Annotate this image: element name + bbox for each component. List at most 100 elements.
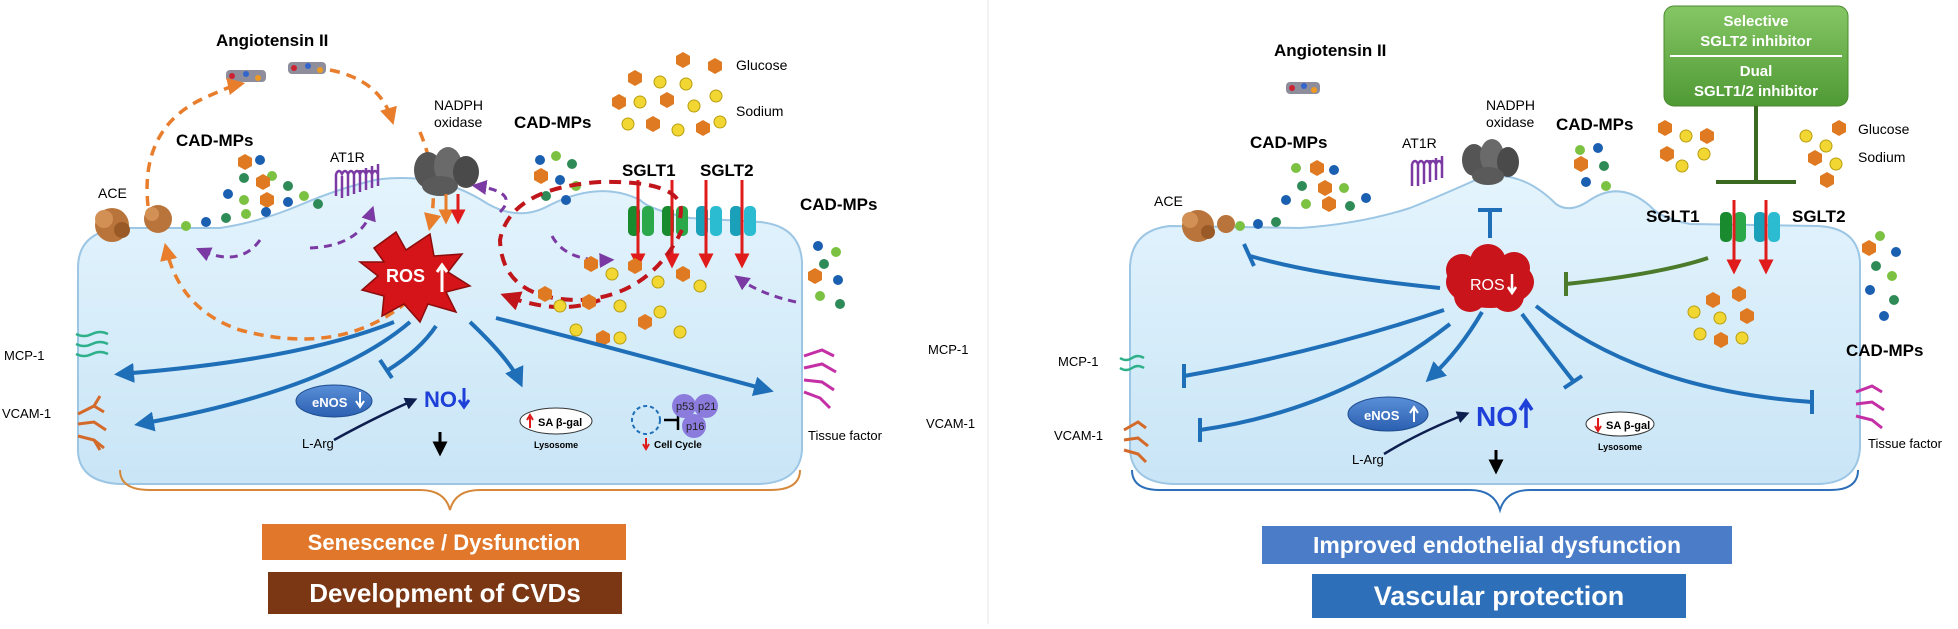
right-sglt2-transporter-icon bbox=[1754, 212, 1780, 242]
left-enos-inhibition-line bbox=[386, 324, 438, 372]
orange-ros-arrow bbox=[418, 131, 442, 232]
left-cvd-box bbox=[268, 572, 622, 614]
left-sglt2-transporter-icon bbox=[696, 206, 756, 236]
right-sglt-ros-inhibition bbox=[1564, 256, 1709, 296]
right-cad-mps-cluster-3 bbox=[1862, 231, 1901, 321]
right-sa-bgal-label: SA β-gal bbox=[1606, 420, 1650, 432]
right-sa-bgal-ellipse bbox=[1585, 411, 1655, 437]
left-p16-circle bbox=[682, 414, 706, 438]
left-red-dashed-loop bbox=[497, 179, 684, 303]
left-tissue-factor-label: Tissue factor bbox=[808, 428, 883, 443]
left-l-arg-label: L-Arg bbox=[302, 436, 334, 451]
left-cell-cycle-icon bbox=[631, 405, 661, 435]
left-glucose-label: Glucose bbox=[736, 57, 788, 73]
left-senescence-box bbox=[262, 524, 626, 560]
left-no-down-arrow-icon bbox=[457, 388, 471, 410]
right-no-label: NO bbox=[1476, 401, 1518, 432]
right-panel: ACE Angiotensin II CAD-MPs bbox=[926, 5, 1943, 618]
selective-inhibitor-line-2: SGLT2 inhibitor bbox=[1700, 33, 1812, 50]
right-endothelial-cell bbox=[1129, 174, 1861, 485]
right-mcp1-label: MCP-1 bbox=[1058, 354, 1098, 369]
left-angiotensin-label: Angiotensin II bbox=[216, 31, 328, 50]
left-cad-mps-cluster-1 bbox=[223, 154, 323, 209]
right-ros-inhibition-lines bbox=[1182, 243, 1814, 442]
left-brace bbox=[119, 469, 801, 511]
left-vcam1-icon bbox=[77, 395, 107, 451]
left-bgal-up-arrow-icon bbox=[526, 413, 534, 428]
right-vcam1-label: VCAM-1 bbox=[1054, 428, 1103, 443]
right-nadph-ros-inhibition bbox=[1478, 208, 1502, 238]
right-l-arg-arrow bbox=[1383, 411, 1470, 456]
left-cad-mps-right-label: CAD-MPs bbox=[800, 195, 877, 214]
right-vcam1-icon bbox=[1123, 420, 1149, 464]
left-enos-inhibition-bar bbox=[378, 358, 394, 380]
right-cad-mps-cluster-1 bbox=[1281, 160, 1371, 212]
right-nadph-label-2: oxidase bbox=[1486, 114, 1534, 130]
left-mcp1-icon bbox=[75, 330, 109, 358]
left-p21-circle bbox=[694, 394, 718, 418]
left-membrane-particles bbox=[181, 207, 271, 231]
right-sodium-label: Sodium bbox=[1858, 149, 1905, 165]
right-ros-down-arrow-icon bbox=[1506, 274, 1518, 296]
right-sglt1-label: SGLT1 bbox=[1646, 207, 1700, 226]
left-enos-ellipse bbox=[295, 384, 373, 418]
left-nadph-label-1: NADPH bbox=[434, 97, 483, 113]
right-l-arg-label: L-Arg bbox=[1352, 452, 1384, 467]
left-at1r-label: AT1R bbox=[330, 149, 365, 165]
right-lysosome-label: Lysosome bbox=[1598, 442, 1642, 452]
left-sglt1-label: SGLT1 bbox=[622, 161, 676, 180]
left-intracellular-particles bbox=[538, 256, 707, 346]
right-glucose-sodium-cluster bbox=[1658, 120, 1846, 188]
left-purple-arrow-3 bbox=[471, 179, 508, 214]
right-sglt-red-arrows bbox=[1726, 200, 1774, 275]
left-lysosome-label: Lysosome bbox=[534, 440, 578, 450]
left-sodium-label: Sodium bbox=[736, 103, 783, 119]
left-ros-burst bbox=[357, 230, 472, 324]
left-sa-bgal-label: SA β-gal bbox=[538, 417, 582, 429]
left-p16-label: p16 bbox=[686, 421, 704, 433]
left-no-label: NO bbox=[424, 387, 457, 412]
left-ros-up-arrow-icon bbox=[435, 262, 449, 292]
right-enos-label: eNOS bbox=[1364, 408, 1400, 423]
right-tissue-factor-icon bbox=[1855, 384, 1885, 430]
right-membrane-particles bbox=[1235, 217, 1281, 231]
right-ros-enos-arrow bbox=[1425, 310, 1484, 383]
left-vcam1-label: VCAM-1 bbox=[2, 406, 51, 421]
left-p21-label: p21 bbox=[698, 401, 716, 413]
left-ros-effect-arrows bbox=[114, 316, 774, 432]
left-ros-label: ROS bbox=[386, 266, 425, 286]
right-enos-up-arrow-icon bbox=[1409, 405, 1419, 422]
left-nadph-label-2: oxidase bbox=[434, 114, 482, 130]
right-ace-label: ACE bbox=[1154, 193, 1183, 209]
left-cell-cycle-label: Cell Cycle bbox=[654, 440, 702, 451]
right-angiotensin-label: Angiotensin II bbox=[1274, 41, 1386, 60]
left-purple-arrow-1 bbox=[195, 239, 262, 262]
left-p53-circle bbox=[672, 394, 696, 418]
left-enos-down-arrow-icon bbox=[355, 392, 365, 409]
dual-inhibitor-line-2: SGLT1/2 inhibitor bbox=[1694, 83, 1818, 100]
left-glucose-sodium-cluster bbox=[612, 52, 727, 137]
selective-inhibitor-line-1: Selective bbox=[1723, 13, 1788, 30]
left-panel: ACE Angiotensin II CAD-MPs bbox=[2, 31, 883, 614]
orange-return-arrow bbox=[160, 242, 422, 341]
right-glucose-label: Glucose bbox=[1858, 121, 1910, 137]
right-improved-text: Improved endothelial dysfunction bbox=[1313, 532, 1681, 558]
right-cad-mps-mid-label: CAD-MPs bbox=[1556, 115, 1633, 134]
left-tissue-factor-icon bbox=[803, 348, 837, 410]
right-mcp1-icon bbox=[1119, 354, 1145, 372]
left-p53-label: p53 bbox=[676, 401, 694, 413]
right-brace bbox=[1131, 469, 1859, 514]
right-bgal-down-arrow-icon bbox=[1594, 418, 1602, 433]
orange-conversion-arrow bbox=[145, 77, 246, 207]
left-ace-label: ACE bbox=[98, 185, 127, 201]
angiotensin-molecule-icon bbox=[226, 62, 326, 82]
right-ace-enzyme-icon bbox=[1182, 210, 1235, 242]
left-senescence-text: Senescence / Dysfunction bbox=[308, 530, 581, 555]
left-l-arg-arrow bbox=[333, 397, 418, 442]
right-cad-mps-top-label: CAD-MPs bbox=[1250, 133, 1327, 152]
right-vascular-box bbox=[1312, 574, 1686, 618]
left-purple-arrow-2 bbox=[309, 205, 376, 250]
at1r-receptor-icon bbox=[334, 164, 380, 198]
orange-at1r-arrow bbox=[329, 68, 397, 126]
